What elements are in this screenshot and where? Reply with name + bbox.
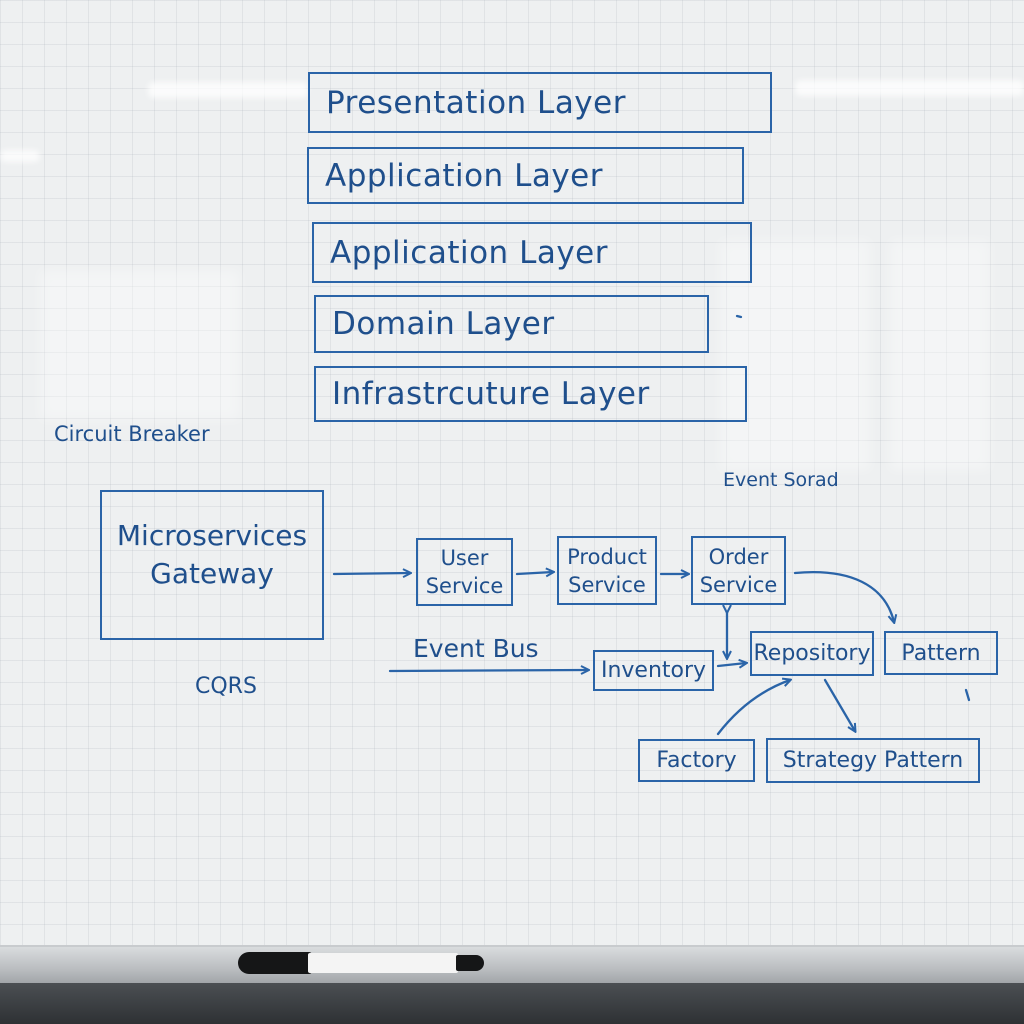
marker-cap bbox=[238, 952, 312, 974]
microservices-gateway-box: Microservices Gateway bbox=[100, 490, 324, 640]
product-service-line-2: Service bbox=[568, 572, 646, 597]
layer-box-application: Application Layer bbox=[307, 147, 744, 204]
layer-label: Infrastrcuture Layer bbox=[332, 376, 650, 412]
layer-label: Application Layer bbox=[325, 157, 603, 194]
circuit-breaker-label: Circuit Breaker bbox=[54, 422, 210, 446]
marker-tip bbox=[456, 955, 484, 971]
light-glare bbox=[148, 82, 308, 98]
order-service-line-1: Order bbox=[708, 544, 769, 569]
marker-barrel bbox=[308, 953, 458, 973]
arrow-repository-to-strategy bbox=[823, 678, 855, 731]
window-reflection bbox=[40, 270, 240, 420]
gateway-line-2: Gateway bbox=[150, 557, 274, 590]
layer-label: Application Layer bbox=[330, 234, 608, 271]
arrow-inventory-to-repository bbox=[716, 663, 746, 666]
layer-label: Domain Layer bbox=[332, 306, 555, 342]
arrow-user-to-product bbox=[515, 572, 553, 574]
light-glare bbox=[0, 150, 40, 162]
cqrs-label: CQRS bbox=[195, 674, 257, 699]
window-reflection bbox=[720, 240, 870, 470]
whiteboard: Presentation Layer Application Layer App… bbox=[0, 0, 1024, 945]
layer-box-application-2: Application Layer bbox=[312, 222, 752, 283]
repository-label: Repository bbox=[753, 641, 871, 666]
arrow-eventbus-to-inventory bbox=[388, 670, 588, 671]
inventory-label: Inventory bbox=[600, 658, 707, 683]
arrow-order-to-pattern bbox=[793, 571, 894, 622]
user-service-line-1: User bbox=[440, 546, 489, 570]
user-service-line-2: Service bbox=[425, 574, 504, 598]
repository-box: Repository bbox=[750, 631, 874, 676]
arrow-gateway-to-user bbox=[332, 573, 410, 574]
floor-background bbox=[0, 983, 1024, 1024]
layer-box-domain: Domain Layer bbox=[314, 295, 709, 353]
order-service-line-2: Service bbox=[699, 572, 778, 597]
connector-arrows bbox=[332, 314, 971, 736]
strategy-pattern-label: Strategy Pattern bbox=[782, 748, 964, 773]
factory-box: Factory bbox=[638, 739, 755, 782]
pattern-box: Pattern bbox=[884, 631, 998, 675]
whiteboard-marker[interactable] bbox=[238, 952, 484, 974]
order-service-box: Order Service bbox=[691, 536, 786, 605]
strategy-pattern-box: Strategy Pattern bbox=[766, 738, 980, 783]
ink-mark bbox=[964, 688, 971, 702]
arrow-factory-to-repository bbox=[716, 680, 790, 736]
inventory-box: Inventory bbox=[593, 650, 714, 691]
factory-label: Factory bbox=[656, 748, 737, 773]
layer-box-presentation: Presentation Layer bbox=[308, 72, 772, 133]
user-service-box: User Service bbox=[416, 538, 513, 606]
gateway-line-1: Microservices bbox=[116, 519, 308, 552]
product-service-box: Product Service bbox=[557, 536, 657, 605]
marker-tray bbox=[0, 945, 1024, 985]
event-bus-label: Event Bus bbox=[413, 634, 539, 663]
product-service-line-1: Product bbox=[567, 544, 647, 569]
window-reflection bbox=[890, 240, 990, 470]
light-glare bbox=[795, 80, 1024, 96]
layer-label: Presentation Layer bbox=[326, 84, 626, 121]
pattern-label: Pattern bbox=[901, 640, 981, 666]
layer-box-infrastructure: Infrastrcuture Layer bbox=[314, 366, 747, 422]
event-sorad-label: Event Sorad bbox=[723, 469, 839, 491]
